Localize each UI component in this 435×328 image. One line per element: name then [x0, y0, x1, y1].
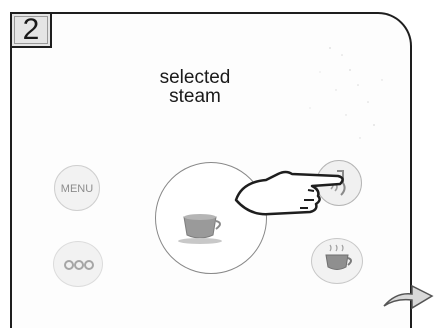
step-number: 2	[23, 13, 40, 46]
step-number-badge: 2	[10, 12, 52, 48]
title-line-2: steam	[120, 87, 270, 106]
pointing-hand-icon	[230, 160, 365, 220]
small-cup-icon	[312, 239, 364, 285]
title-line-1: selected	[120, 68, 270, 87]
page-title: selected steam	[120, 68, 270, 106]
three-dots-icon: 000	[54, 242, 104, 288]
small-cup-button[interactable]	[311, 238, 363, 284]
next-page-arrow-icon[interactable]	[382, 276, 435, 312]
speckle-texture	[250, 30, 400, 150]
three-dots-button[interactable]: 000	[53, 241, 103, 287]
menu-button-label: MENU	[61, 183, 93, 195]
menu-button[interactable]: MENU	[54, 165, 100, 211]
